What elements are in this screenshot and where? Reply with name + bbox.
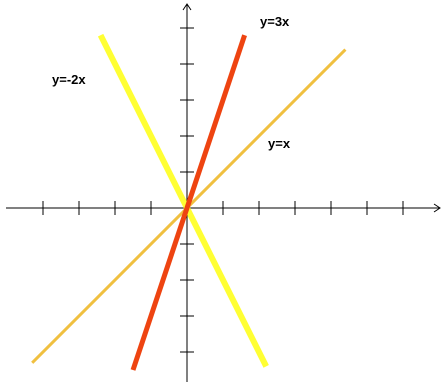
series-label-y-x: y=x bbox=[268, 136, 291, 151]
series-line-1 bbox=[130, 34, 247, 371]
y-axis-arrow bbox=[182, 3, 192, 11]
series-label-y-3x: y=3x bbox=[260, 14, 290, 29]
x-axis-arrow bbox=[433, 203, 441, 213]
series-lines bbox=[31, 33, 347, 371]
x-axis-ticks bbox=[42, 201, 404, 215]
series-labels: y=-2x y=3x y=x bbox=[52, 14, 291, 151]
series-line-0 bbox=[97, 33, 269, 368]
series-label-y-neg-2x: y=-2x bbox=[52, 72, 86, 87]
y-axis-ticks bbox=[180, 27, 194, 353]
axes bbox=[6, 3, 441, 382]
